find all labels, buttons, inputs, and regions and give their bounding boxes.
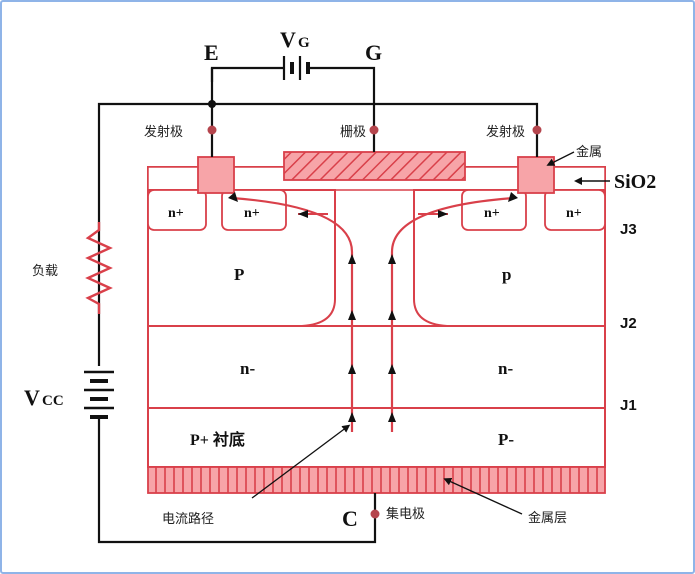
metal-layer (147, 466, 606, 494)
current-path-label: 电流路径 (162, 511, 214, 526)
n-plus-region-2 (221, 189, 287, 231)
vcc-label-main: V (24, 385, 40, 410)
n-plus-label-4: n+ (566, 206, 582, 221)
emitter-junction-dot (208, 100, 216, 108)
junction-j2-label: J2 (620, 315, 637, 332)
metal-callout (546, 151, 575, 166)
n-minus-label-right: n- (498, 359, 513, 378)
wire-vg-to-gate (308, 66, 376, 152)
n-plus-region-1 (147, 189, 207, 231)
p-plus-substrate-label: P+ 衬底 (190, 430, 245, 449)
collector-label: 集电极 (386, 506, 425, 521)
junction-j3-label: J3 (620, 221, 637, 238)
metal-layer-callout (443, 478, 523, 515)
wire-emitter-to-vg (210, 66, 284, 82)
gate-label: 栅极 (340, 124, 366, 139)
gate-letter: G (365, 40, 382, 65)
p-right-label: p (502, 265, 511, 284)
emitter-left-label: 发射极 (144, 124, 183, 139)
metal-contact-left (197, 156, 235, 194)
load-label: 负载 (32, 263, 58, 278)
n-plus-label-1: n+ (168, 206, 184, 221)
metal-layer-label: 金属层 (528, 510, 567, 525)
gate-terminal (369, 125, 379, 135)
n-minus-label-left: n- (240, 359, 255, 378)
load-resistor (85, 222, 113, 314)
wire-collector (97, 493, 377, 544)
n-plus-label-3: n+ (484, 206, 500, 221)
current-arrows (228, 192, 518, 422)
vg-label-main: V (280, 27, 296, 52)
current-path-left (231, 196, 354, 432)
current-path-right (390, 196, 515, 432)
metal-label: 金属 (576, 144, 602, 159)
emitter-left-terminal (207, 125, 217, 135)
vg-label-sub: G (298, 35, 310, 51)
emitter-right-terminal (532, 125, 542, 135)
gate-electrode (283, 151, 466, 181)
collector-terminal (370, 509, 380, 519)
vcc-battery (82, 366, 116, 419)
emitter-right-label: 发射极 (486, 124, 525, 139)
collector-letter: C (342, 506, 358, 531)
metal-contact-right (517, 156, 555, 194)
n-plus-region-4 (544, 189, 606, 231)
p-left-label: P (234, 265, 244, 284)
current-path-callout (251, 424, 351, 499)
p-well-left (148, 189, 336, 327)
p-well-right (413, 189, 605, 327)
sio2-label: SiO2 (614, 171, 656, 193)
device-body (147, 166, 606, 468)
p-minus-label: P- (498, 430, 514, 449)
junction-j1-label: J1 (620, 397, 637, 414)
n-plus-label-2: n+ (244, 206, 260, 221)
vcc-label-sub: CC (42, 393, 64, 409)
emitter-letter: E (204, 40, 219, 65)
